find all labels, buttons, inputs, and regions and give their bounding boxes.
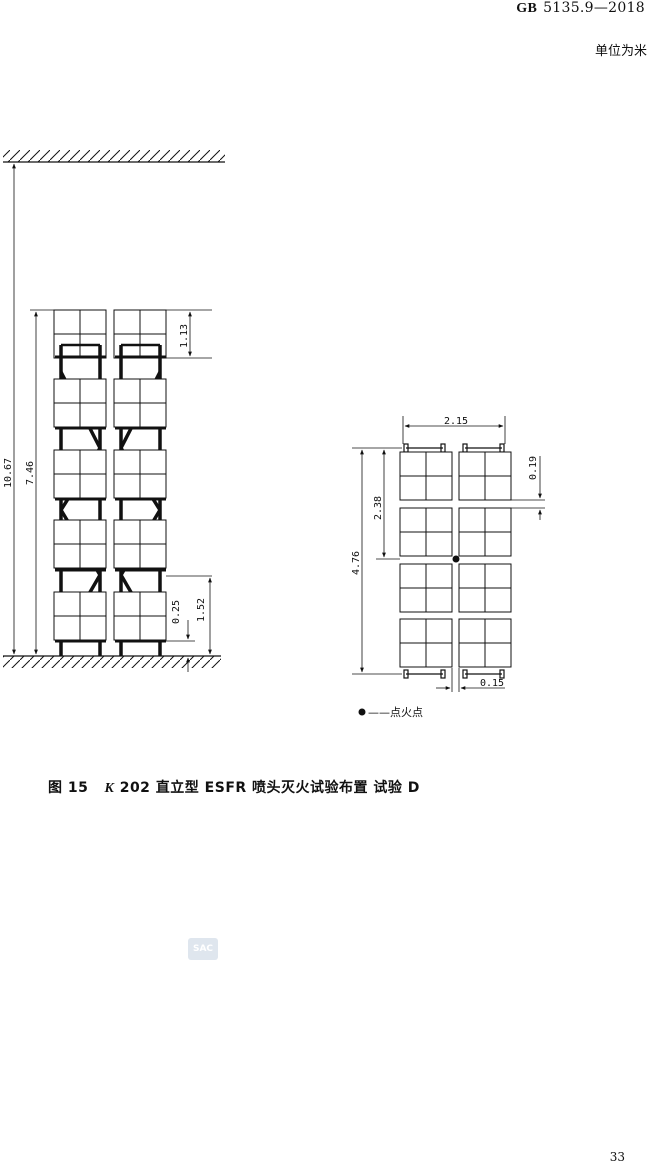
dim-aisle: 0.15 bbox=[480, 678, 504, 689]
legend-marker bbox=[358, 708, 366, 716]
figure-caption: 图 15 K 202 直立型 ESFR 喷头灭火试验布置 试验 D bbox=[48, 777, 420, 797]
caption-k-factor: K bbox=[104, 781, 115, 796]
dim-total-height: 10.67 bbox=[3, 458, 14, 488]
dim-overall-length: 4.76 bbox=[351, 551, 362, 575]
standard-code: GB 5135.9—2018 bbox=[516, 0, 645, 17]
elevation-view: 10.67 7.46 1.13 0.25 1.52 bbox=[3, 150, 225, 672]
legend-label: ——点火点 bbox=[368, 706, 423, 719]
dim-overall-width: 2.15 bbox=[444, 416, 468, 427]
shelf-beams bbox=[55, 355, 166, 643]
dim-half-length: 2.38 bbox=[373, 496, 384, 520]
sac-watermark-logo: SAC bbox=[188, 938, 218, 960]
tier-boxes bbox=[53, 378, 167, 641]
plan-view: 2.15 4.76 2.38 0.19 0.15 ——点火点 bbox=[351, 416, 545, 719]
page-number: 33 bbox=[609, 1150, 625, 1164]
standard-number: 5135.9—2018 bbox=[543, 0, 645, 16]
dim-first-tier: 1.52 bbox=[196, 598, 207, 622]
standard-prefix: GB bbox=[516, 1, 538, 16]
caption-text: 202 直立型 ESFR 喷头灭火试验布置 试验 D bbox=[119, 780, 420, 796]
caption-prefix: 图 15 bbox=[48, 780, 89, 796]
dim-flue-gap: 0.19 bbox=[528, 456, 539, 480]
dim-bottom-clear: 0.25 bbox=[171, 600, 182, 624]
ignition-point bbox=[452, 555, 460, 563]
unit-note: 单位为米 bbox=[594, 44, 647, 59]
dim-top-load: 1.13 bbox=[179, 324, 190, 348]
dim-stack-height: 7.46 bbox=[25, 461, 36, 485]
ceiling-hatch bbox=[3, 150, 225, 162]
floor-hatch bbox=[3, 656, 221, 668]
